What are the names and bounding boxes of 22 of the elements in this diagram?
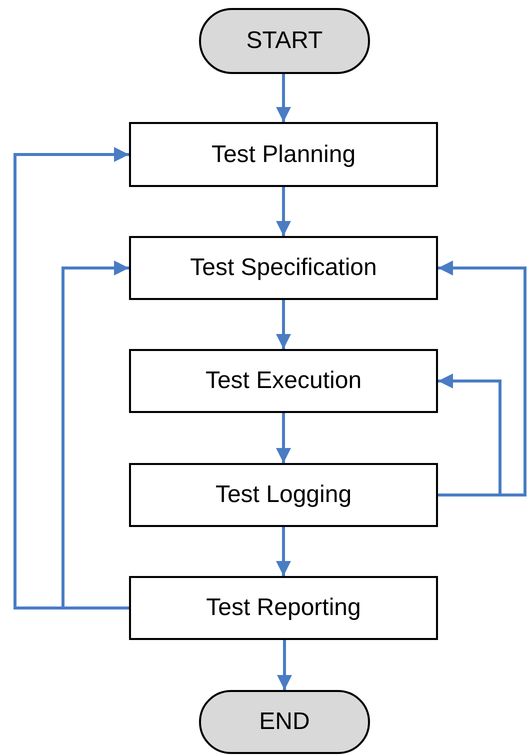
arrow <box>276 413 291 463</box>
process-box <box>129 236 438 300</box>
arrow <box>277 640 292 690</box>
arrow <box>276 187 291 236</box>
node-label: Test Planning <box>211 140 356 168</box>
node-label: Test Execution <box>205 367 362 395</box>
process-box <box>129 122 438 187</box>
node-label: Test Reporting <box>206 594 361 622</box>
arrow <box>438 374 502 496</box>
arrow <box>62 260 129 610</box>
arrow <box>276 74 291 122</box>
node-label: Test Logging <box>215 481 352 509</box>
process-box <box>129 463 438 527</box>
node-label: END <box>259 708 310 736</box>
node-label: START <box>246 27 323 55</box>
process-box <box>129 576 438 640</box>
arrow <box>276 527 291 576</box>
arrow <box>438 260 526 496</box>
arrow <box>14 147 129 610</box>
arrow <box>276 300 291 349</box>
process-box <box>129 349 438 413</box>
node-label: Test Specification <box>190 254 377 282</box>
